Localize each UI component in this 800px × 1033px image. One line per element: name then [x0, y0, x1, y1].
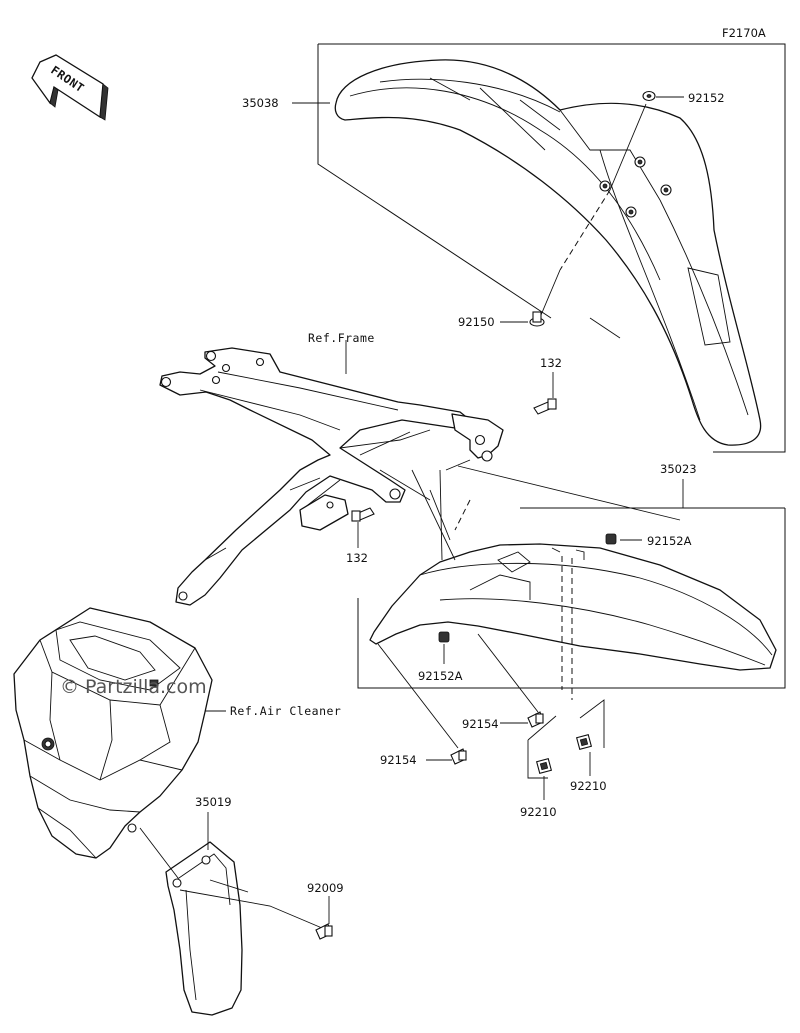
callout-92009: 92009	[307, 881, 344, 895]
front-arrow-icon: FRONT	[31, 54, 109, 121]
callout-92210-b: 92210	[570, 779, 607, 793]
grommet-92152A-right	[605, 533, 617, 545]
front-fender-group-box	[317, 43, 786, 453]
nut-92210-b	[575, 733, 593, 751]
bolt-132-top	[533, 398, 557, 415]
grommet-92152	[642, 90, 656, 102]
bolt-92154-b	[450, 748, 467, 765]
callout-35019: 35019	[195, 795, 232, 809]
air-cleaner-box	[13, 607, 213, 859]
callout-92154-b: 92154	[380, 753, 417, 767]
callout-92152A-right: 92152A	[647, 534, 692, 548]
callout-92152A-left: 92152A	[418, 669, 463, 683]
front-fender-35038	[334, 59, 762, 446]
nut-92210-a	[535, 757, 553, 775]
callout-92210-a: 92210	[520, 805, 557, 819]
callout-92152: 92152	[688, 91, 725, 105]
callout-92154-a: 92154	[462, 717, 499, 731]
bolt-92154-a	[527, 711, 544, 728]
screw-92009	[315, 923, 333, 940]
subframe	[159, 347, 504, 606]
callout-35038: 35038	[242, 96, 279, 110]
bolt-92150	[529, 311, 545, 327]
callout-132-top: 132	[540, 356, 562, 370]
bolt-132-bottom	[351, 507, 375, 522]
figure-code: F2170A	[722, 26, 766, 40]
grommet-92152A-left	[438, 631, 450, 643]
rear-fender-35023	[369, 543, 777, 671]
callout-92150: 92150	[458, 315, 495, 329]
callout-35023: 35023	[660, 462, 697, 476]
watermark: © Partzilla.com	[60, 676, 207, 698]
ref-frame-label: Ref.Frame	[308, 331, 375, 345]
callout-132-bottom: 132	[346, 551, 368, 565]
ref-air-cleaner-label: Ref.Air Cleaner	[230, 704, 341, 718]
mud-guard-35019	[165, 841, 243, 1016]
